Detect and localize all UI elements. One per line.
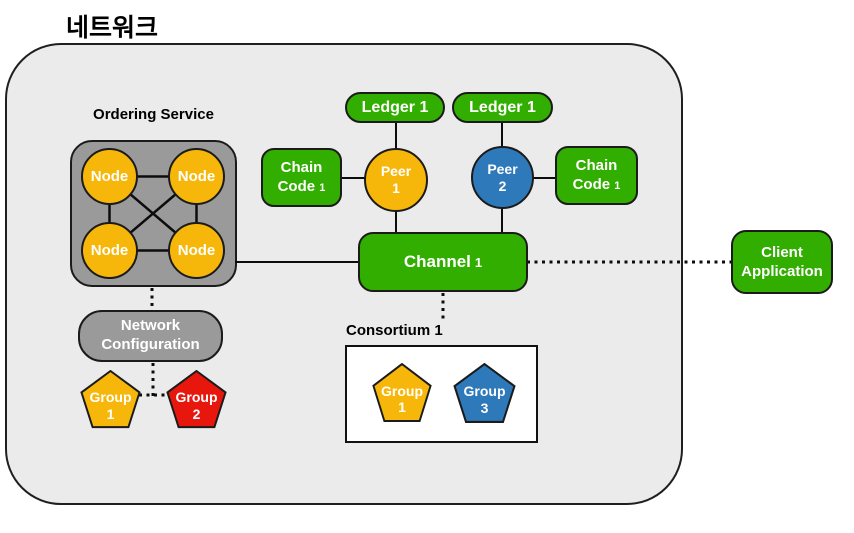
- ledger-1-left: Ledger 1: [345, 92, 445, 123]
- pentagon-shape: [166, 370, 227, 429]
- page-title: 네트워크: [66, 14, 159, 42]
- pentagon-shape: [80, 370, 141, 429]
- ledger-1-right: Ledger 1: [452, 92, 553, 123]
- ordering-node-4: Node: [168, 222, 225, 279]
- group-1-pentagon: Group 1: [79, 370, 142, 432]
- ordering-node-2: Node: [168, 148, 225, 205]
- network-configuration-box: Network Configuration: [78, 310, 223, 362]
- consortium-group-3-pentagon: Group 3: [452, 363, 517, 427]
- chaincode-left-line1: Chain: [280, 158, 323, 176]
- ordering-service-label: Ordering Service: [93, 106, 214, 123]
- chaincode-right: Chain Code 1: [555, 146, 638, 205]
- client-application-box: Client Application: [731, 230, 833, 294]
- pentagon-shape: [453, 363, 516, 423]
- chaincode-left-line2: Code 1: [277, 177, 326, 195]
- chaincode-right-line1: Chain: [575, 156, 618, 174]
- consortium-group-1-pentagon: Group 1: [371, 363, 433, 426]
- pentagon-shape: [372, 363, 432, 423]
- ordering-node-3: Node: [81, 222, 138, 279]
- chaincode-right-line2: Code 1: [572, 175, 621, 193]
- consortium-label: Consortium 1: [346, 322, 443, 339]
- ordering-node-1: Node: [81, 148, 138, 205]
- peer-2: Peer 2: [471, 146, 534, 209]
- chaincode-left: Chain Code 1: [261, 148, 342, 207]
- peer-1: Peer 1: [364, 148, 428, 212]
- group-2-pentagon: Group 2: [165, 370, 228, 432]
